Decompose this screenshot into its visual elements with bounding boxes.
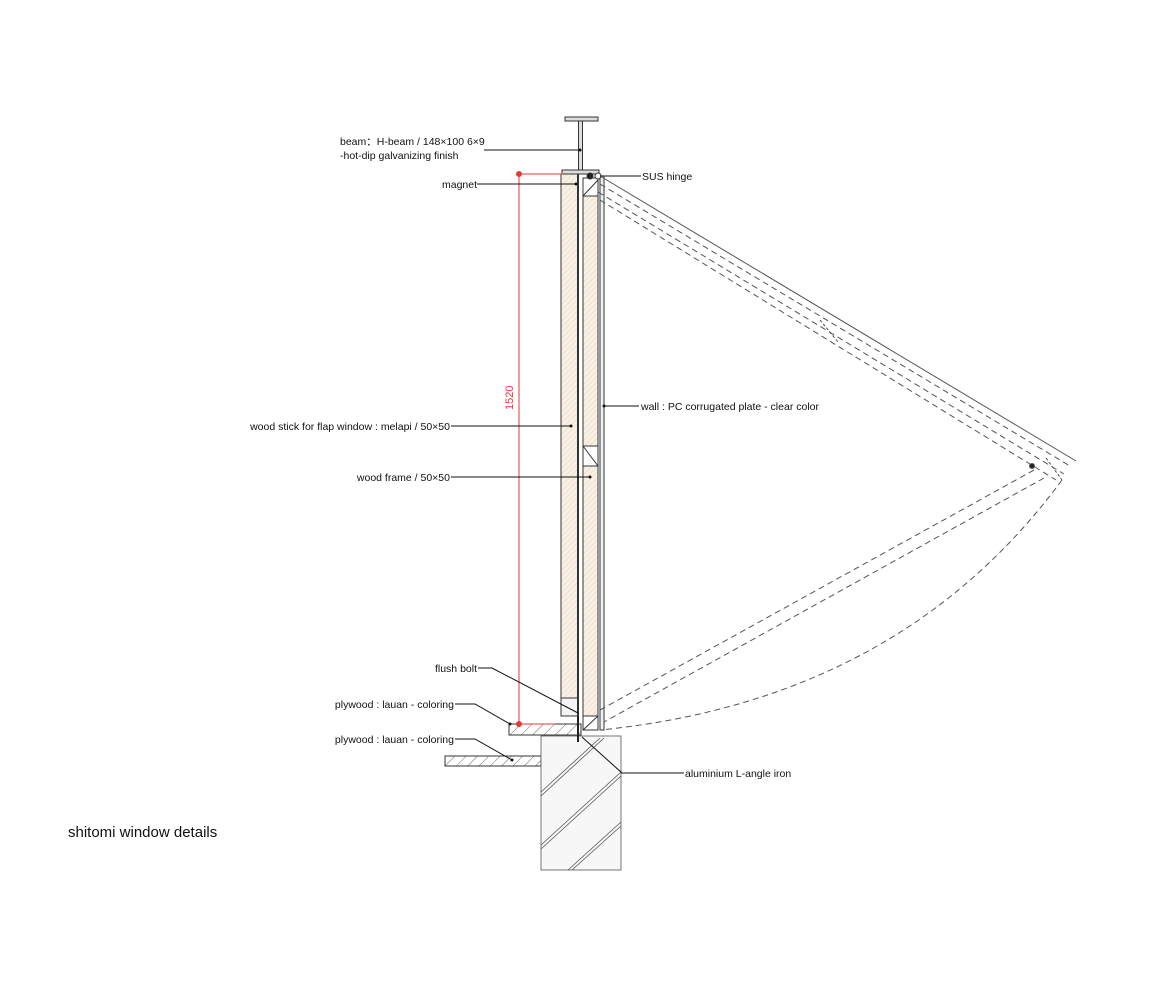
label-plywood-upper: plywood : lauan - coloring bbox=[335, 699, 454, 711]
flap-window-closed bbox=[560, 172, 605, 731]
label-angle: aluminium L-angle iron bbox=[685, 768, 791, 780]
label-flush-bolt: flush bolt bbox=[435, 663, 477, 675]
label-wood-stick: wood stick for flap window : melapi / 50… bbox=[249, 421, 450, 433]
label-magnet: magnet bbox=[442, 179, 477, 191]
label-plywood-lower: plywood : lauan - coloring bbox=[335, 734, 454, 746]
label-wood-frame: wood frame / 50×50 bbox=[356, 472, 450, 484]
label-hinge: SUS hinge bbox=[642, 171, 692, 183]
h-beam bbox=[561, 116, 600, 175]
leader-lines bbox=[451, 149, 684, 774]
label-beam-2: -hot-dip galvanizing finish bbox=[340, 150, 459, 162]
drawing-title: shitomi window details bbox=[68, 824, 217, 841]
plywood-floor bbox=[444, 755, 542, 767]
concrete-foundation bbox=[540, 735, 622, 871]
dimension-value: 1520 bbox=[504, 386, 516, 410]
dimension-line bbox=[516, 171, 563, 727]
leader-dots bbox=[508, 148, 606, 762]
label-beam-1: beam：H-beam / 148×100 6×9 bbox=[340, 136, 485, 148]
flap-window-open bbox=[597, 175, 1077, 731]
label-wall: wall : PC corrugated plate - clear color bbox=[640, 401, 819, 413]
